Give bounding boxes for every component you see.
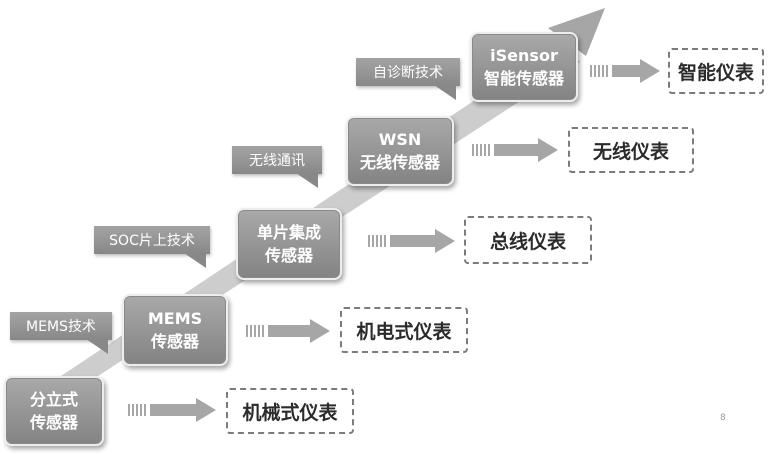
- arrow-stripe: [480, 144, 482, 156]
- arrow-stripe: [476, 144, 478, 156]
- arrow-stripe: [128, 404, 130, 416]
- stage-arrow: [246, 319, 330, 343]
- arrow-shape: [494, 138, 558, 162]
- stage-arrow: [128, 398, 216, 422]
- sensor-label-line1: 分立式: [29, 390, 78, 409]
- stage-arrows: [128, 59, 660, 422]
- arrow-stripe: [254, 325, 256, 337]
- sensor-label-line2: 传感器: [150, 332, 199, 351]
- tech-callout-mems: MEMS技术: [10, 312, 112, 354]
- sensor-box-monolithic: 单片集成 传感器: [236, 208, 342, 280]
- arrow-stripe: [484, 144, 486, 156]
- instrument-smart: 智能仪表: [668, 48, 764, 94]
- arrow-stripe: [262, 325, 264, 337]
- arrow-stripe: [598, 65, 600, 77]
- arrow-shape: [268, 319, 330, 343]
- arrow-stripe: [606, 65, 608, 77]
- sensor-label-line2: 传感器: [264, 246, 313, 265]
- instrument-electromechanical: 机电式仪表: [340, 307, 468, 353]
- arrow-stripe: [590, 65, 592, 77]
- sensor-label-line2: 传感器: [29, 413, 78, 432]
- tech-callout-soc: SOC片上技术: [94, 226, 210, 268]
- tech-callout-wireless: 无线通讯: [232, 146, 322, 188]
- diagonal-arrow-head: [548, 8, 605, 56]
- sensor-box-mems: MEMS 传感器: [122, 294, 228, 366]
- arrow-stripe: [376, 235, 378, 247]
- instrument-mechanical: 机械式仪表: [226, 388, 354, 434]
- arrow-stripe: [602, 65, 604, 77]
- stage-arrow: [368, 229, 455, 253]
- arrow-stripe: [488, 144, 490, 156]
- sensor-label-line2: 智能传感器: [483, 69, 564, 88]
- sensor-box-discrete: 分立式 传感器: [4, 376, 104, 446]
- arrow-shape: [150, 398, 216, 422]
- arrow-stripe: [472, 144, 474, 156]
- arrow-stripe: [140, 404, 142, 416]
- sensor-box-isensor: iSensor 智能传感器: [470, 32, 578, 102]
- stage-arrow: [472, 138, 558, 162]
- tech-callout-self-diagnosis: 自诊断技术: [356, 58, 460, 100]
- arrow-shape: [612, 59, 660, 83]
- arrow-stripe: [132, 404, 134, 416]
- arrow-stripe: [250, 325, 252, 337]
- arrow-stripe: [258, 325, 260, 337]
- arrow-stripe: [372, 235, 374, 247]
- instrument-wireless: 无线仪表: [568, 127, 694, 173]
- arrow-stripe: [246, 325, 248, 337]
- sensor-label-line1: 单片集成: [256, 223, 321, 242]
- arrow-stripe: [368, 235, 370, 247]
- arrow-stripe: [136, 404, 138, 416]
- sensor-label-line2: 无线传感器: [359, 153, 440, 172]
- instrument-bus: 总线仪表: [464, 216, 592, 264]
- arrow-stripe: [380, 235, 382, 247]
- sensor-label-line1: MEMS: [147, 309, 203, 328]
- arrow-stripe: [384, 235, 386, 247]
- page-number: 8: [720, 413, 726, 423]
- arrow-stripe: [144, 404, 146, 416]
- arrow-stripe: [594, 65, 596, 77]
- sensor-box-wsn: WSN 无线传感器: [346, 116, 454, 186]
- arrow-shape: [390, 229, 455, 253]
- stage-arrow: [590, 59, 660, 83]
- sensor-label-line1: WSN: [378, 130, 422, 149]
- sensor-label-line1: iSensor: [490, 46, 558, 65]
